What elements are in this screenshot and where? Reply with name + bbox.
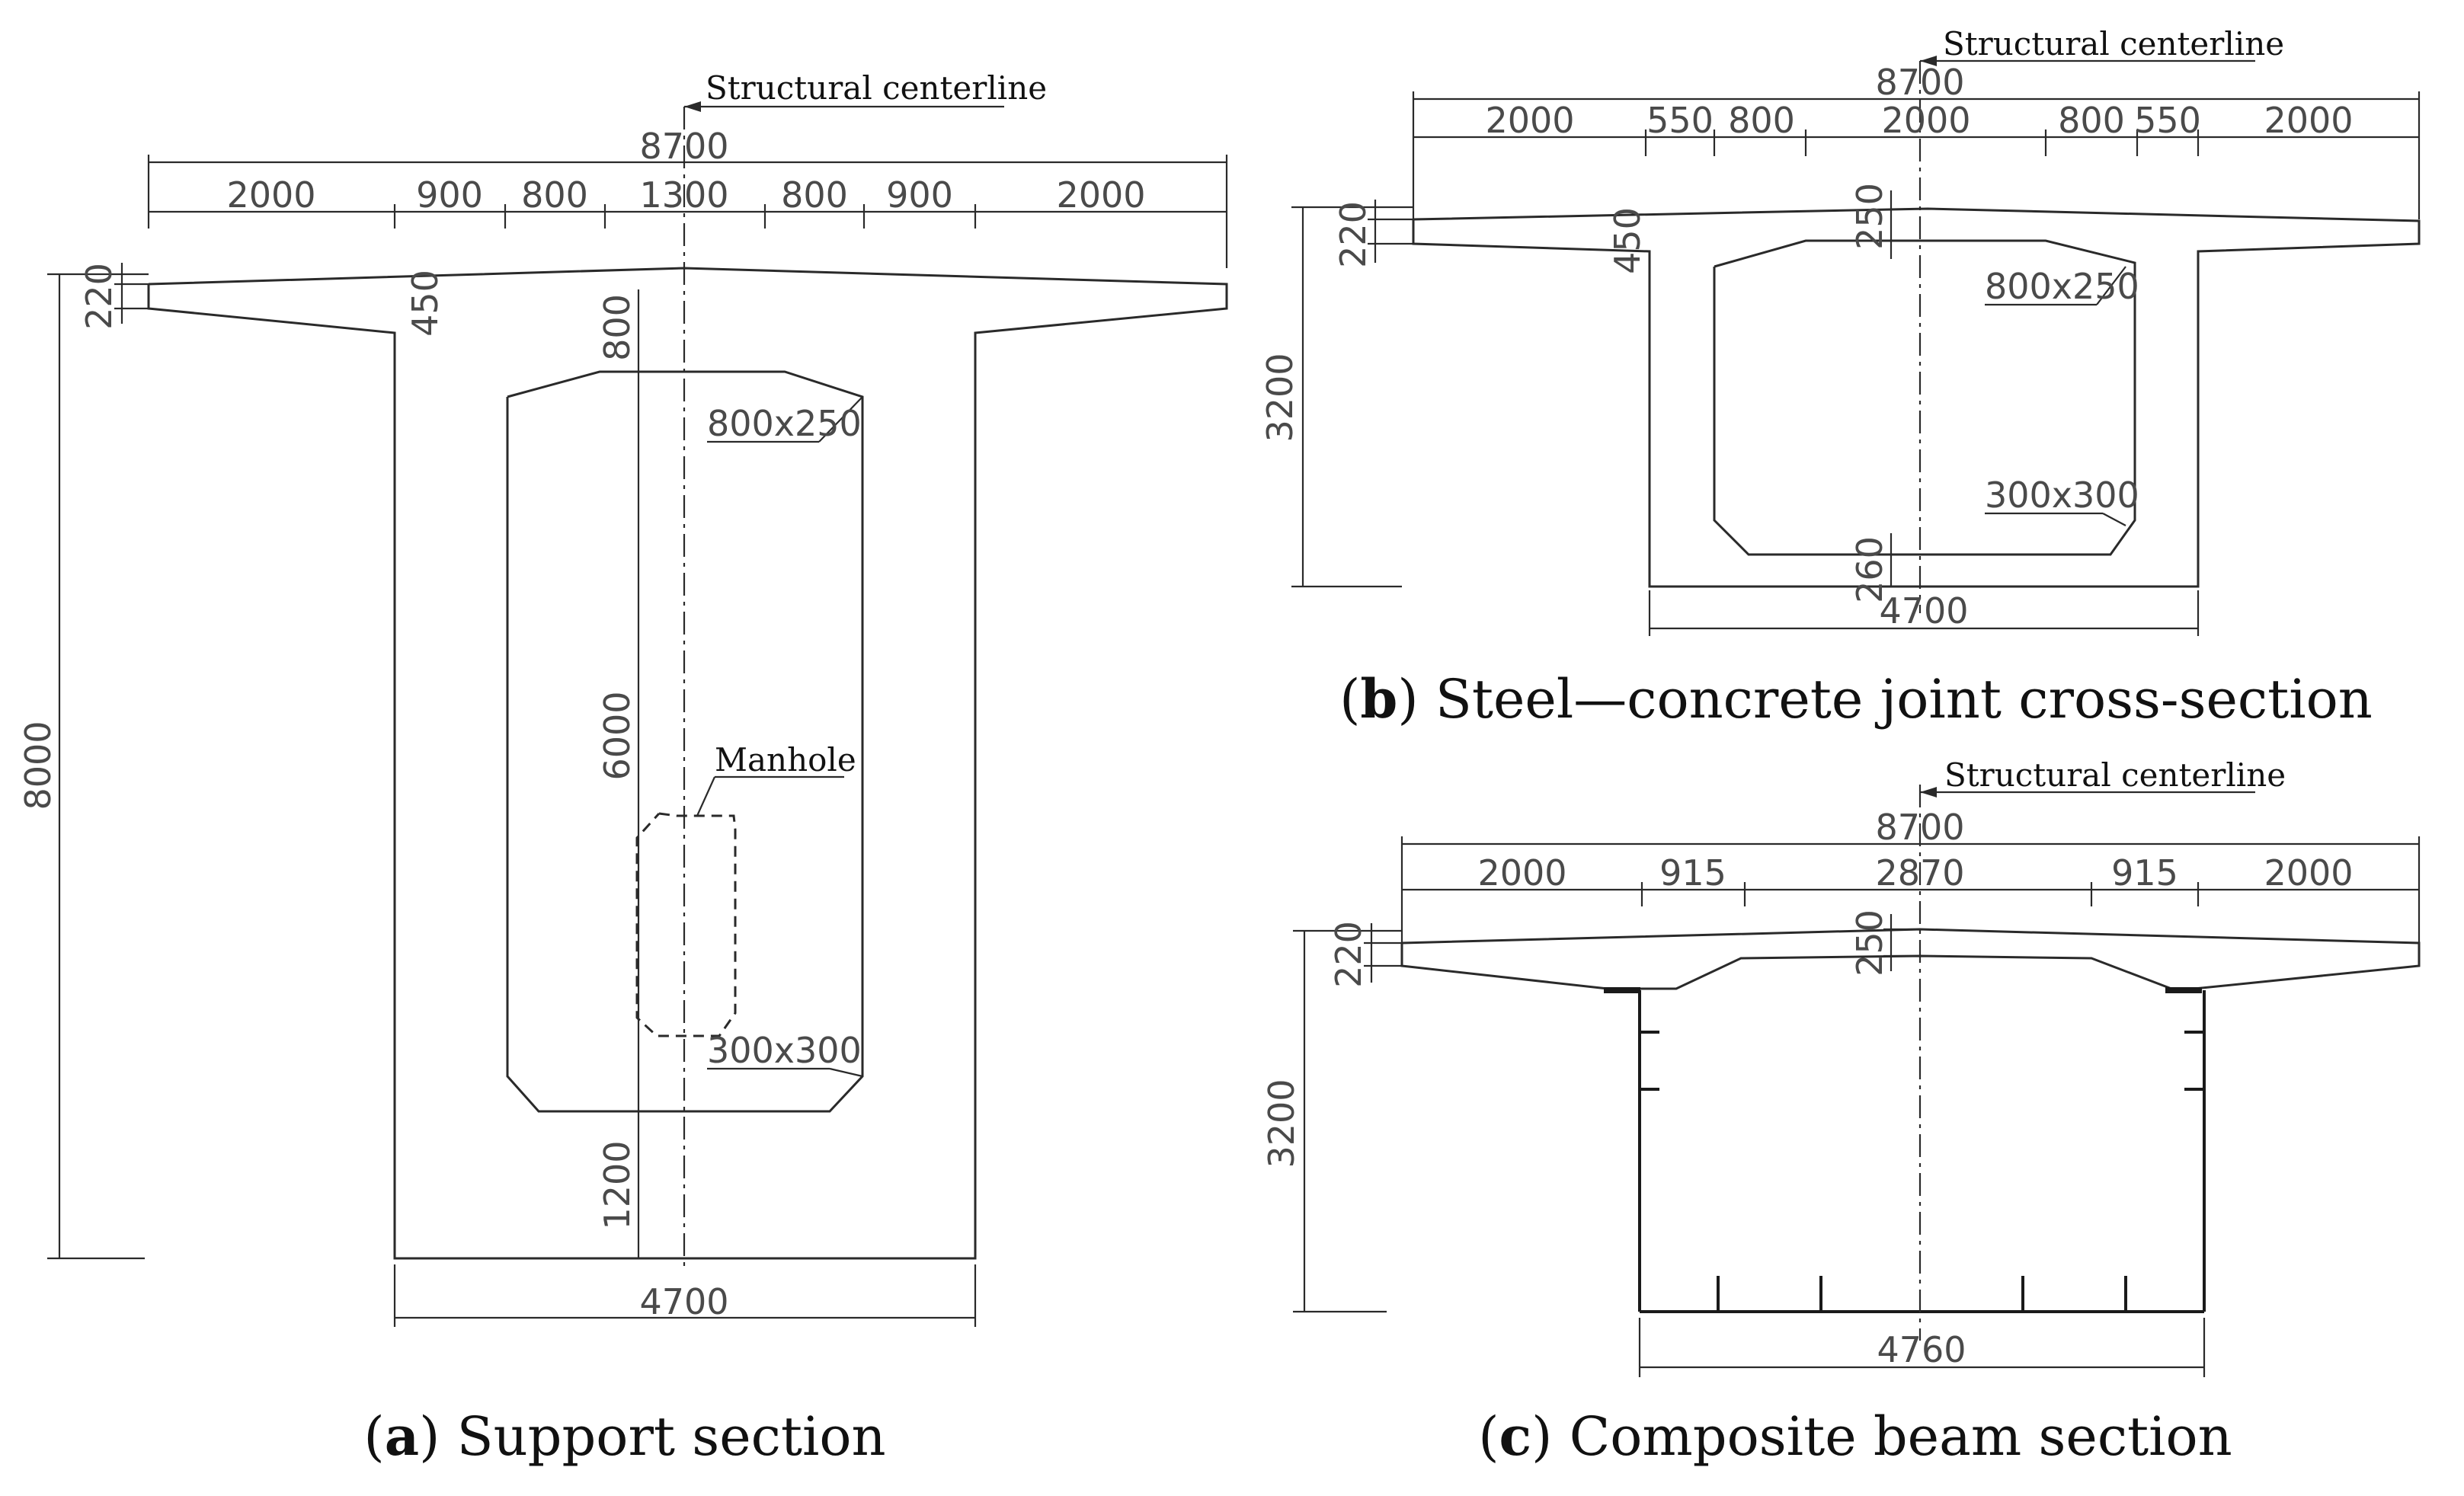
panel-a-centerline-label: Structural centerline: [706, 69, 1047, 107]
panel-c-concrete-deck: [1400, 928, 2421, 990]
panel-b-top-dim-3: 800: [1728, 100, 1795, 141]
panel-a-manhole-label: Manhole: [715, 741, 856, 778]
panel-b-outline: [1412, 207, 2421, 588]
panel-b-top-dim-6: 550: [2134, 100, 2201, 141]
panel-c-flange-end-thickness: 220: [1328, 921, 1369, 988]
panel-a-dimension-lines: [47, 101, 1228, 1327]
panel-b-centerline-label: Structural centerline: [1943, 25, 2284, 62]
panel-c-steel-box: [1604, 987, 2206, 1313]
panel-c-composite-section: Structural centerline 8700 2000 915 2870…: [1261, 756, 2421, 1468]
panel-a-top-dim-3: 800: [521, 174, 588, 216]
panel-a-chamfer-top: 800x250: [707, 403, 862, 444]
panel-b-chamfer-top: 800x250: [1985, 266, 2139, 307]
panel-c-bottom-width: 4760: [1877, 1329, 1966, 1370]
panel-a-top-dim-6: 900: [886, 174, 953, 216]
panel-a-caption: (a) Support section: [363, 1405, 885, 1468]
panel-a-top-dim-4: 1300: [639, 174, 728, 216]
panel-c-top-dim-4: 915: [2111, 852, 2178, 893]
panel-b-caption: (b) Steel—concrete joint cross-section: [1339, 667, 2373, 730]
panel-a-chamfer-bottom: 300x300: [707, 1030, 862, 1071]
panel-c-height: 3200: [1261, 1079, 1302, 1168]
panel-b-bottom-slab: 260: [1849, 536, 1890, 603]
panel-a-top-dim-7: 2000: [1056, 174, 1145, 216]
panel-b-top-dim-7: 2000: [2264, 100, 2353, 141]
panel-a-outline: [147, 267, 1228, 1260]
panel-b-top-slab: 250: [1849, 183, 1890, 250]
panel-a-bottom-slab: 1200: [597, 1140, 638, 1229]
panel-a-web-height: 6000: [597, 691, 638, 780]
panel-c-dimension-lines: [1293, 787, 2421, 1377]
panel-b-height: 3200: [1259, 353, 1301, 442]
panel-a-bottom-width: 4700: [639, 1281, 728, 1322]
panel-a-flange-end-thickness: 220: [78, 263, 120, 330]
panel-c-centerline-label: Structural centerline: [1944, 756, 2286, 794]
panel-b-flange-end-thickness: 220: [1333, 201, 1374, 268]
panel-b-labels: Structural centerline 8700 2000 550 800 …: [1259, 25, 2354, 631]
panel-c-top-dim-2: 915: [1659, 852, 1726, 893]
panel-a-labels: Structural centerline 8700 2000 900 800 …: [18, 69, 1146, 1322]
panel-a-flange-root-thickness: 450: [405, 270, 446, 337]
panel-a-top-dim-2: 900: [416, 174, 483, 216]
panel-b-bottom-width: 4700: [1879, 590, 1968, 631]
panel-c-labels: Structural centerline 8700 2000 915 2870…: [1261, 756, 2354, 1370]
panel-a-support-section: Structural centerline 8700 2000 900 800 …: [18, 69, 1228, 1468]
panel-b-joint-section: Structural centerline 8700 2000 550 800 …: [1259, 25, 2421, 730]
panel-a-top-dim-5: 800: [781, 174, 848, 216]
panel-b-chamfer-bottom: 300x300: [1985, 475, 2139, 516]
panel-c-top-slab: 250: [1849, 909, 1890, 977]
panel-c-top-dim-1: 2000: [1477, 852, 1566, 893]
panel-a-top-dim-1: 2000: [226, 174, 315, 216]
panel-b-top-dim-1: 2000: [1485, 100, 1574, 141]
panel-b-total-width: 8700: [1875, 62, 1964, 103]
panel-b-top-dim-2: 550: [1646, 100, 1714, 141]
panel-c-total-width: 8700: [1875, 807, 1964, 848]
panel-b-flange-root-thickness: 450: [1607, 207, 1648, 274]
panel-c-top-dim-5: 2000: [2264, 852, 2353, 893]
panel-c-top-dim-3: 2870: [1875, 852, 1964, 893]
panel-b-top-dim-4: 2000: [1881, 100, 1970, 141]
panel-b-top-dim-5: 800: [2058, 100, 2125, 141]
panel-a-total-width: 8700: [639, 126, 728, 167]
panel-b-dimension-lines: [1291, 56, 2421, 636]
panel-c-caption: (c) Composite beam section: [1478, 1405, 2232, 1468]
panel-a-height: 8000: [18, 721, 59, 810]
panel-a-top-slab: 800: [597, 294, 638, 361]
